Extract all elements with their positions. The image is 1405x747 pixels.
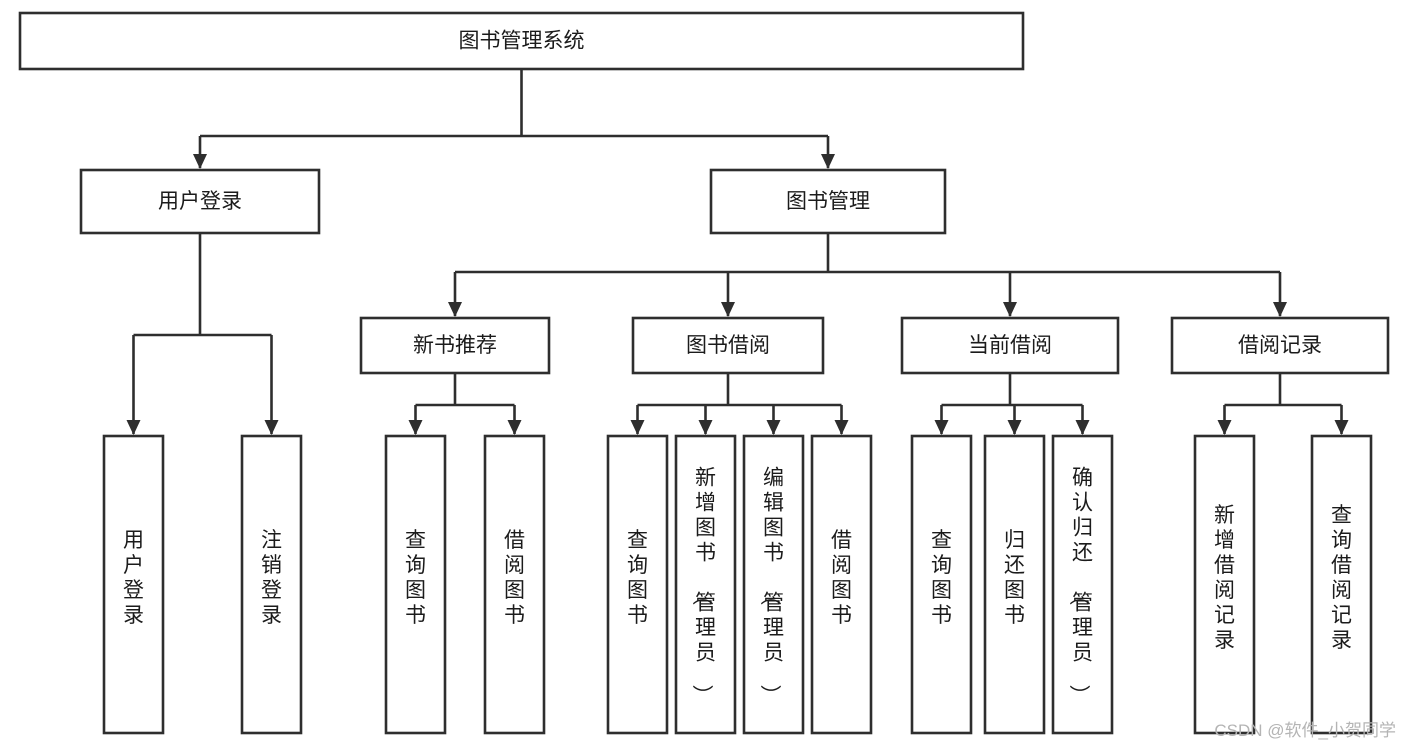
node-label: 新书推荐: [413, 334, 497, 357]
node-box[interactable]: [384, 434, 447, 735]
node-l2-1-图书管理[interactable]: 图书管理: [709, 168, 947, 235]
node-label: 查询图书: [931, 529, 952, 627]
node-box[interactable]: [1310, 434, 1373, 735]
arrow-head-icon: [1334, 420, 1349, 435]
node-l2-0-用户登录[interactable]: 用户登录: [79, 168, 321, 235]
node-box[interactable]: [1193, 434, 1256, 735]
arrow-head-icon: [1003, 302, 1017, 317]
csdn-watermark: CSDN @软件_小贺同学: [1214, 721, 1396, 740]
node-leaf-7-借阅图书[interactable]: 借阅图书: [810, 434, 873, 735]
node-leaf-3-借阅图书[interactable]: 借阅图书: [483, 434, 546, 735]
arrow-head-icon: [630, 420, 645, 435]
node-leaf-1-注销登录[interactable]: 注销登录: [240, 434, 303, 735]
node-leaf-11-新增借阅记录[interactable]: 新增借阅记录: [1193, 434, 1256, 735]
node-l3-0-新书推荐[interactable]: 新书推荐: [359, 316, 551, 375]
node-box[interactable]: [1170, 316, 1390, 375]
node-box[interactable]: [910, 434, 973, 735]
node-leaf-8-查询图书[interactable]: 查询图书: [910, 434, 973, 735]
node-label: 注销登录: [261, 529, 282, 627]
node-l3-2-当前借阅[interactable]: 当前借阅: [900, 316, 1120, 375]
node-box[interactable]: [606, 434, 669, 735]
arrow-head-icon: [1217, 420, 1232, 435]
arrow-head-icon: [766, 420, 781, 435]
node-box[interactable]: [900, 316, 1120, 375]
node-l3-3-借阅记录[interactable]: 借阅记录: [1170, 316, 1390, 375]
arrow-head-icon: [126, 420, 141, 435]
node-box[interactable]: [810, 434, 873, 735]
arrow-head-icon: [1273, 302, 1287, 317]
node-box[interactable]: [240, 434, 303, 735]
node-label: 借阅图书: [831, 529, 852, 627]
node-label: 用户登录: [123, 529, 144, 627]
arrow-head-icon: [934, 420, 949, 435]
node-label: 图书管理系统: [459, 30, 585, 53]
node-box[interactable]: [359, 316, 551, 375]
node-box[interactable]: [742, 434, 805, 735]
arrow-head-icon: [1007, 420, 1022, 435]
node-box[interactable]: [631, 316, 825, 375]
node-label: 图书管理: [786, 190, 870, 213]
node-label: 查询图书: [405, 529, 426, 627]
node-label: 当前借阅: [968, 334, 1052, 357]
node-l3-1-图书借阅[interactable]: 图书借阅: [631, 316, 825, 375]
node-box[interactable]: [709, 168, 947, 235]
node-leaf-0-用户登录[interactable]: 用户登录: [102, 434, 165, 735]
arrow-head-icon: [698, 420, 713, 435]
node-leaf-5-新增图书管理员[interactable]: 新增图书（管理员）: [674, 434, 737, 735]
node-leaf-12-查询借阅记录[interactable]: 查询借阅记录: [1310, 434, 1373, 735]
node-leaf-4-查询图书[interactable]: 查询图书: [606, 434, 669, 735]
node-box[interactable]: [483, 434, 546, 735]
node-label: 归还图书: [1004, 529, 1025, 627]
node-leaf-6-编辑图书管理员[interactable]: 编辑图书（管理员）: [742, 434, 805, 735]
node-box[interactable]: [1051, 434, 1114, 735]
node-label: 查询借阅记录: [1331, 504, 1352, 652]
node-label: 查询图书: [627, 529, 648, 627]
arrow-head-icon: [821, 154, 835, 169]
node-leaf-2-查询图书[interactable]: 查询图书: [384, 434, 447, 735]
node-box[interactable]: [102, 434, 165, 735]
arrow-head-icon: [193, 154, 207, 169]
node-label: 新增图书（管理员）: [690, 467, 716, 706]
node-label: 借阅图书: [504, 529, 525, 627]
node-label: 图书借阅: [686, 334, 770, 357]
node-leaf-10-确认归还管理员[interactable]: 确认归还（管理员）: [1051, 434, 1114, 735]
arrow-head-icon: [721, 302, 735, 317]
arrow-head-icon: [1075, 420, 1090, 435]
arrow-head-icon: [264, 420, 279, 435]
node-label: 确认归还（管理员）: [1067, 467, 1093, 706]
node-layer: 图书管理系统用户登录图书管理新书推荐图书借阅当前借阅借阅记录用户登录注销登录查询…: [18, 11, 1390, 735]
node-box[interactable]: [674, 434, 737, 735]
connector-layer: [126, 69, 1349, 435]
node-box[interactable]: [983, 434, 1046, 735]
node-box[interactable]: [79, 168, 321, 235]
arrow-head-icon: [408, 420, 423, 435]
arrow-head-icon: [448, 302, 462, 317]
node-root-0-图书管理系统[interactable]: 图书管理系统: [18, 11, 1025, 71]
node-label: 借阅记录: [1238, 334, 1322, 357]
arrow-head-icon: [507, 420, 522, 435]
node-leaf-9-归还图书[interactable]: 归还图书: [983, 434, 1046, 735]
node-label: 编辑图书（管理员）: [758, 467, 784, 706]
arrow-head-icon: [834, 420, 849, 435]
node-box[interactable]: [18, 11, 1025, 71]
node-label: 新增借阅记录: [1214, 504, 1235, 652]
node-label: 用户登录: [158, 190, 242, 213]
